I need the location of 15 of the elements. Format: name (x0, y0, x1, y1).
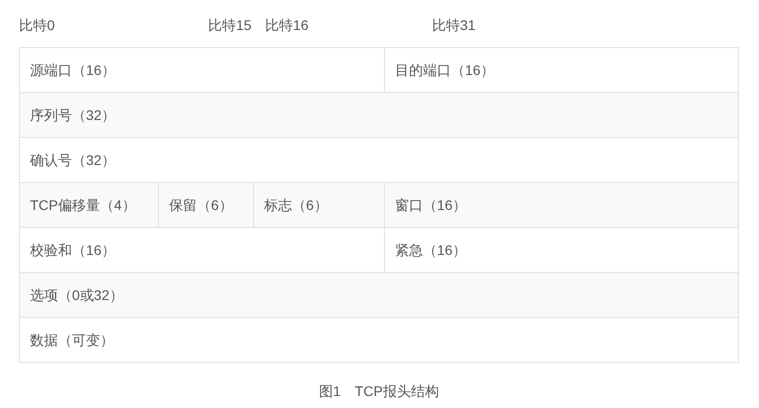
table-cell: 保留（6） (158, 182, 254, 228)
table-cell: 序列号（32） (19, 92, 739, 138)
table-cell: 选项（0或32） (19, 272, 739, 318)
table-cell: 标志（6） (253, 182, 385, 228)
bit-label: 比特31 (432, 16, 476, 34)
figure-caption: 图1 TCP报头结构 (319, 382, 439, 400)
table-cell: 确认号（32） (19, 137, 739, 183)
table-cell: TCP偏移量（4） (19, 182, 159, 228)
bit-label: 比特15 (208, 16, 252, 34)
table-cell: 目的端口（16） (384, 47, 739, 93)
table-cell: 源端口（16） (19, 47, 385, 93)
table-cell: 窗口（16） (384, 182, 739, 228)
table-cell: 数据（可变） (19, 317, 739, 363)
bit-label: 比特16 (265, 16, 309, 34)
bit-label: 比特0 (19, 16, 55, 34)
